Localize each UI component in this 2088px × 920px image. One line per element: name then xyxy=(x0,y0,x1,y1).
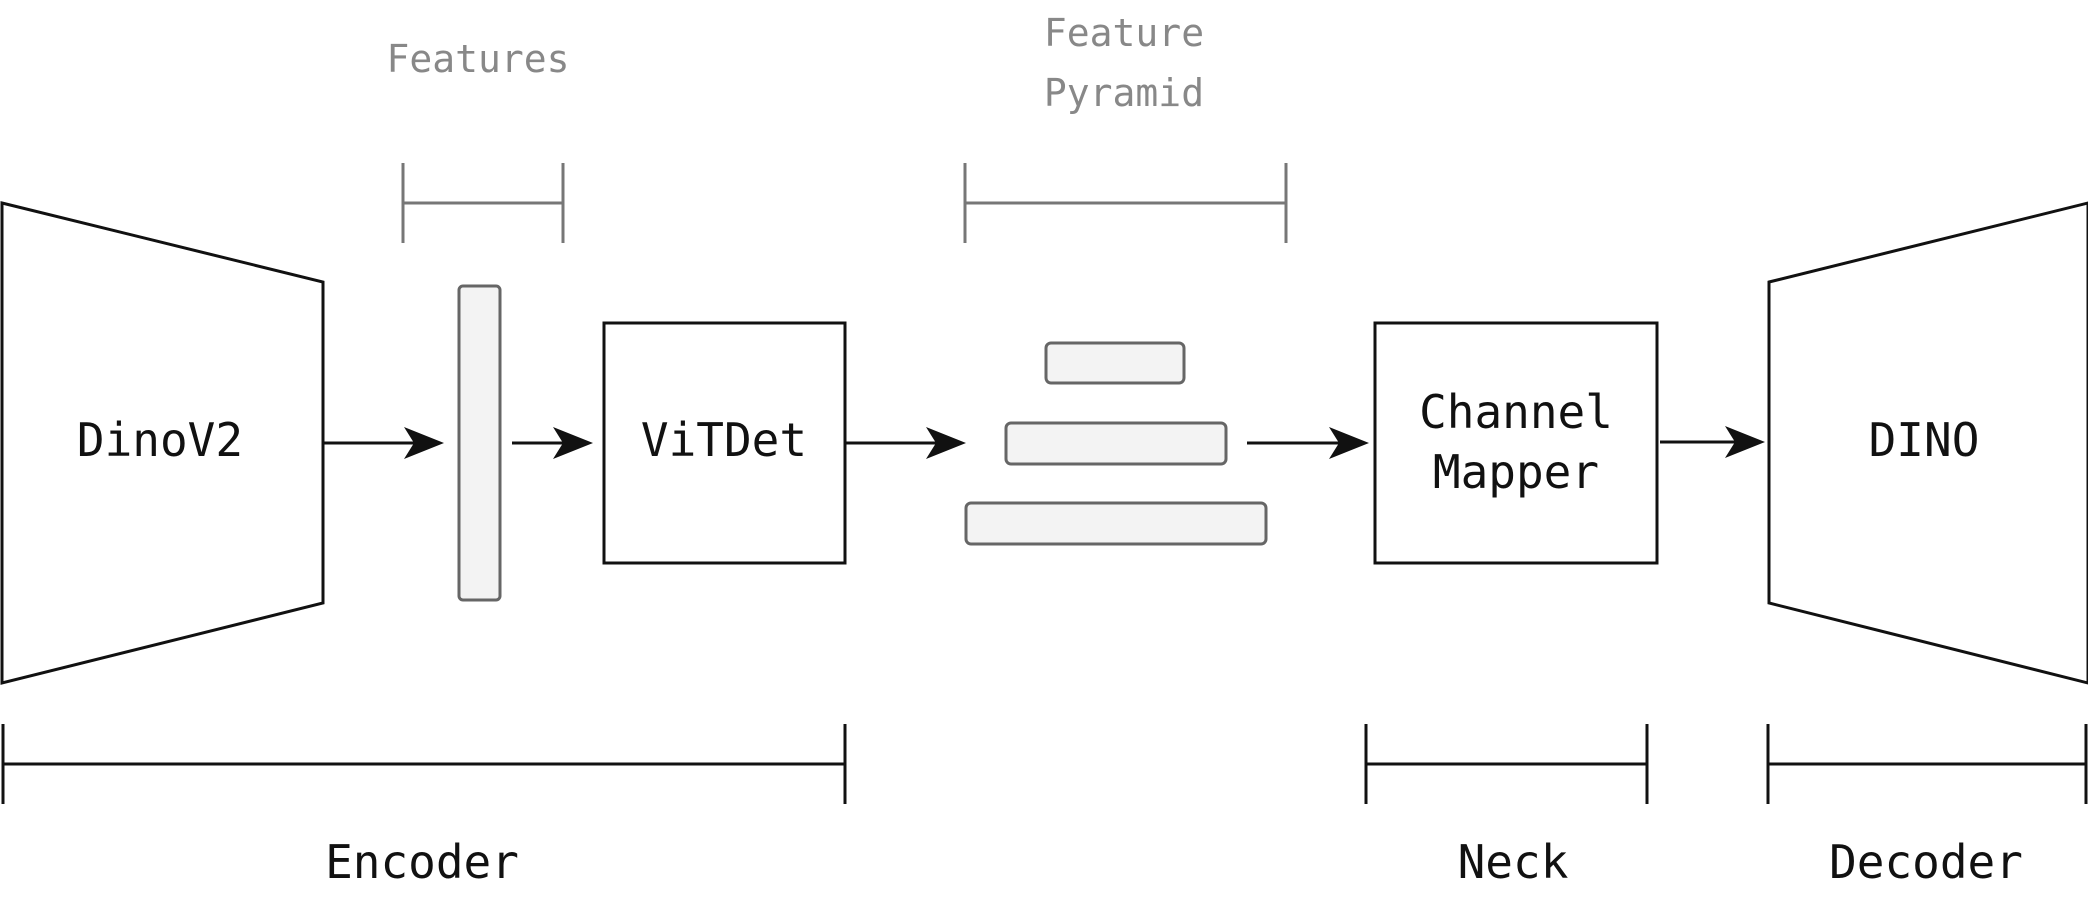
feature-pyramid-label-line1: Feature xyxy=(1044,11,1204,55)
pyramid-level-medium xyxy=(1004,421,1228,466)
dinov2-label: DinoV2 xyxy=(77,413,243,467)
neck-section-label: Neck xyxy=(1458,835,1569,889)
pyramid-level-small xyxy=(1044,341,1186,385)
arrowhead-4 xyxy=(1329,427,1369,459)
arrowhead-2 xyxy=(553,427,593,459)
vitdet-label: ViTDet xyxy=(641,413,807,467)
arrowhead-3 xyxy=(926,427,966,459)
channel-mapper-label-line1: Channel xyxy=(1419,385,1613,439)
decoder-bracket xyxy=(1766,724,2088,804)
dino-label: DINO xyxy=(1869,413,1980,467)
decoder-section-label: Decoder xyxy=(1829,835,2023,889)
dinov2-block xyxy=(0,201,325,685)
feature-pyramid-label-line2: Pyramid xyxy=(1044,71,1204,115)
arrowhead-1 xyxy=(404,427,444,459)
encoder-bracket xyxy=(1,724,847,804)
channel-mapper-block xyxy=(1373,321,1659,565)
pyramid-level-large xyxy=(964,501,1268,546)
encoder-section-label: Encoder xyxy=(325,835,519,889)
feature-pyramid-bracket xyxy=(963,163,1288,243)
dino-block xyxy=(1767,201,2088,685)
features-label: Features xyxy=(386,37,569,81)
arrowhead-5 xyxy=(1725,426,1765,458)
features-bracket xyxy=(401,163,565,243)
channel-mapper-label-line2: Mapper xyxy=(1433,445,1599,499)
neck-bracket xyxy=(1364,724,1649,804)
features-bar xyxy=(457,284,502,602)
